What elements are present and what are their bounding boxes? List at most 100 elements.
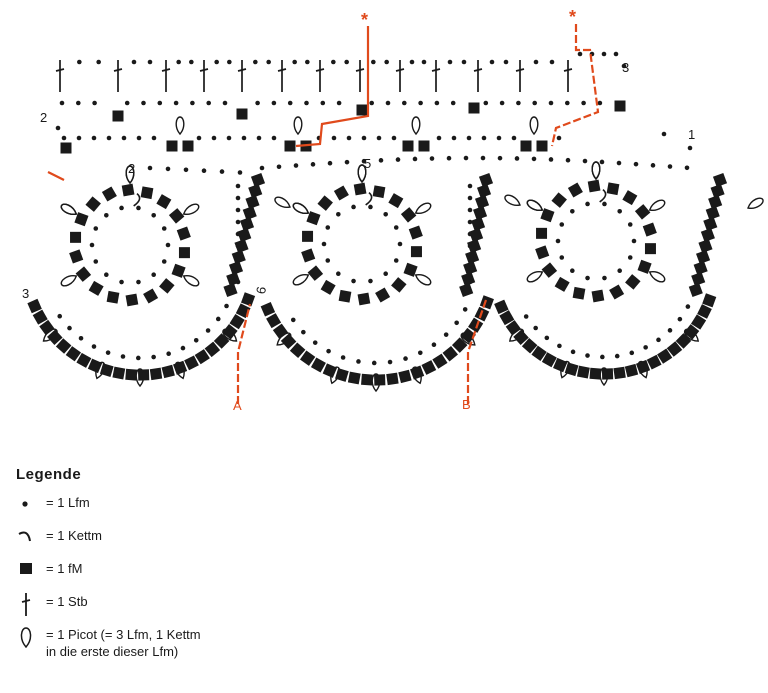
legend-item-label: = 1 Stb	[46, 594, 88, 609]
single-crochet-square	[88, 280, 104, 296]
single-crochet-square	[535, 245, 550, 260]
single-crochet-square	[646, 354, 662, 370]
square-icon	[16, 559, 38, 579]
single-crochet-square	[410, 246, 422, 258]
chain-dot	[67, 325, 72, 331]
chain-dot	[617, 208, 622, 214]
chain-dot	[557, 343, 562, 349]
chain-dot	[173, 100, 179, 106]
chain-dot	[104, 212, 109, 218]
chain-dot	[393, 225, 399, 230]
chain-dot	[483, 100, 489, 106]
chain-dot	[467, 207, 473, 213]
legend-item-single-crochet: = 1 fM	[16, 559, 376, 592]
single-crochet-square	[231, 249, 246, 265]
chain-dot	[235, 183, 241, 189]
single-crochet-square	[589, 367, 602, 380]
chain-dot	[147, 59, 153, 65]
picot-loop	[292, 202, 310, 214]
chain-dot	[290, 317, 296, 323]
single-crochet-square	[320, 279, 336, 295]
dot-icon	[16, 493, 38, 513]
crochet-chart: 1 2 2 3 3 4 5 6 A B * *	[22, 7, 764, 413]
chain-stitches	[55, 51, 693, 366]
chain-dot	[351, 204, 356, 210]
chain-dot	[511, 135, 517, 141]
single-crochet-square	[703, 216, 718, 232]
single-crochet-square	[432, 353, 448, 369]
picot-loop	[411, 116, 421, 136]
chain-dot	[409, 59, 415, 65]
chain-dot	[368, 278, 373, 284]
chain-dot	[183, 167, 189, 173]
chain-dot	[467, 183, 473, 189]
single-crochet-square	[614, 100, 626, 112]
single-crochet-square	[356, 104, 368, 116]
chain-dot	[417, 350, 423, 356]
single-crochet-square	[634, 204, 651, 220]
slip-stitch-mark	[133, 193, 141, 207]
chain-dot	[585, 275, 590, 281]
single-crochet-square	[473, 205, 488, 221]
picot-loop	[330, 366, 341, 385]
chain-dot	[235, 195, 241, 201]
single-crochet-square	[76, 352, 92, 368]
picot-loop	[504, 194, 521, 206]
single-crochet-square	[499, 310, 515, 326]
single-crochet-square	[683, 324, 700, 340]
single-crochet-square	[194, 349, 210, 365]
picot-loop	[648, 199, 666, 211]
chain-dot	[384, 59, 389, 65]
single-crochet-square	[226, 271, 241, 287]
picot-loop	[274, 196, 291, 208]
chain-dot	[402, 100, 407, 106]
picot-loop	[526, 199, 544, 211]
treble-stitches	[55, 60, 573, 92]
single-crochet-square	[624, 363, 639, 378]
single-crochet-square	[301, 248, 316, 263]
single-crochet-square	[241, 292, 256, 307]
single-crochet-square	[289, 342, 306, 359]
single-crochet-square	[459, 282, 474, 298]
chain-dot	[582, 158, 588, 164]
chain-dot	[205, 328, 211, 333]
single-crochet-square	[564, 362, 579, 377]
single-crochet-square	[125, 293, 139, 307]
chain-dot	[368, 204, 373, 210]
chain-dot	[320, 100, 326, 106]
single-crochet-square	[467, 238, 482, 254]
chain-dot	[161, 259, 167, 264]
single-crochet-square	[229, 314, 245, 330]
chain-dot	[631, 238, 637, 244]
chain-dot	[206, 100, 211, 106]
chain-dot	[61, 135, 67, 141]
single-crochet-square	[149, 367, 163, 381]
chain-dot	[266, 59, 271, 65]
chain-dot	[371, 360, 377, 366]
chain-dot	[224, 303, 229, 309]
picot-loop	[292, 274, 310, 286]
chain-dot	[395, 157, 401, 162]
single-crochet-square	[125, 368, 138, 381]
chain-dot	[106, 135, 112, 141]
picot-loop	[414, 202, 432, 214]
chain-dot	[151, 272, 156, 278]
single-crochet-square	[161, 364, 175, 379]
chain-dot	[378, 158, 384, 163]
chain-dot	[383, 271, 388, 277]
chain-dot	[259, 165, 265, 171]
chain-dot	[57, 313, 63, 319]
single-crochet-square	[666, 341, 683, 357]
legend-item-label: = 1 Picot (= 3 Lfm, 1 Kettm	[46, 627, 201, 642]
single-crochet-square	[87, 358, 103, 374]
chain-dot	[89, 242, 95, 248]
picot-loop	[42, 328, 58, 342]
chain-dot	[93, 259, 99, 264]
treble-stitch	[563, 60, 573, 92]
single-crochet-square	[65, 346, 82, 362]
slip-stitch-mark	[365, 192, 373, 206]
single-crochet-square	[299, 350, 316, 366]
chain-dot	[310, 162, 316, 167]
single-crochet-square	[442, 345, 458, 362]
single-crochet-square	[463, 260, 478, 276]
